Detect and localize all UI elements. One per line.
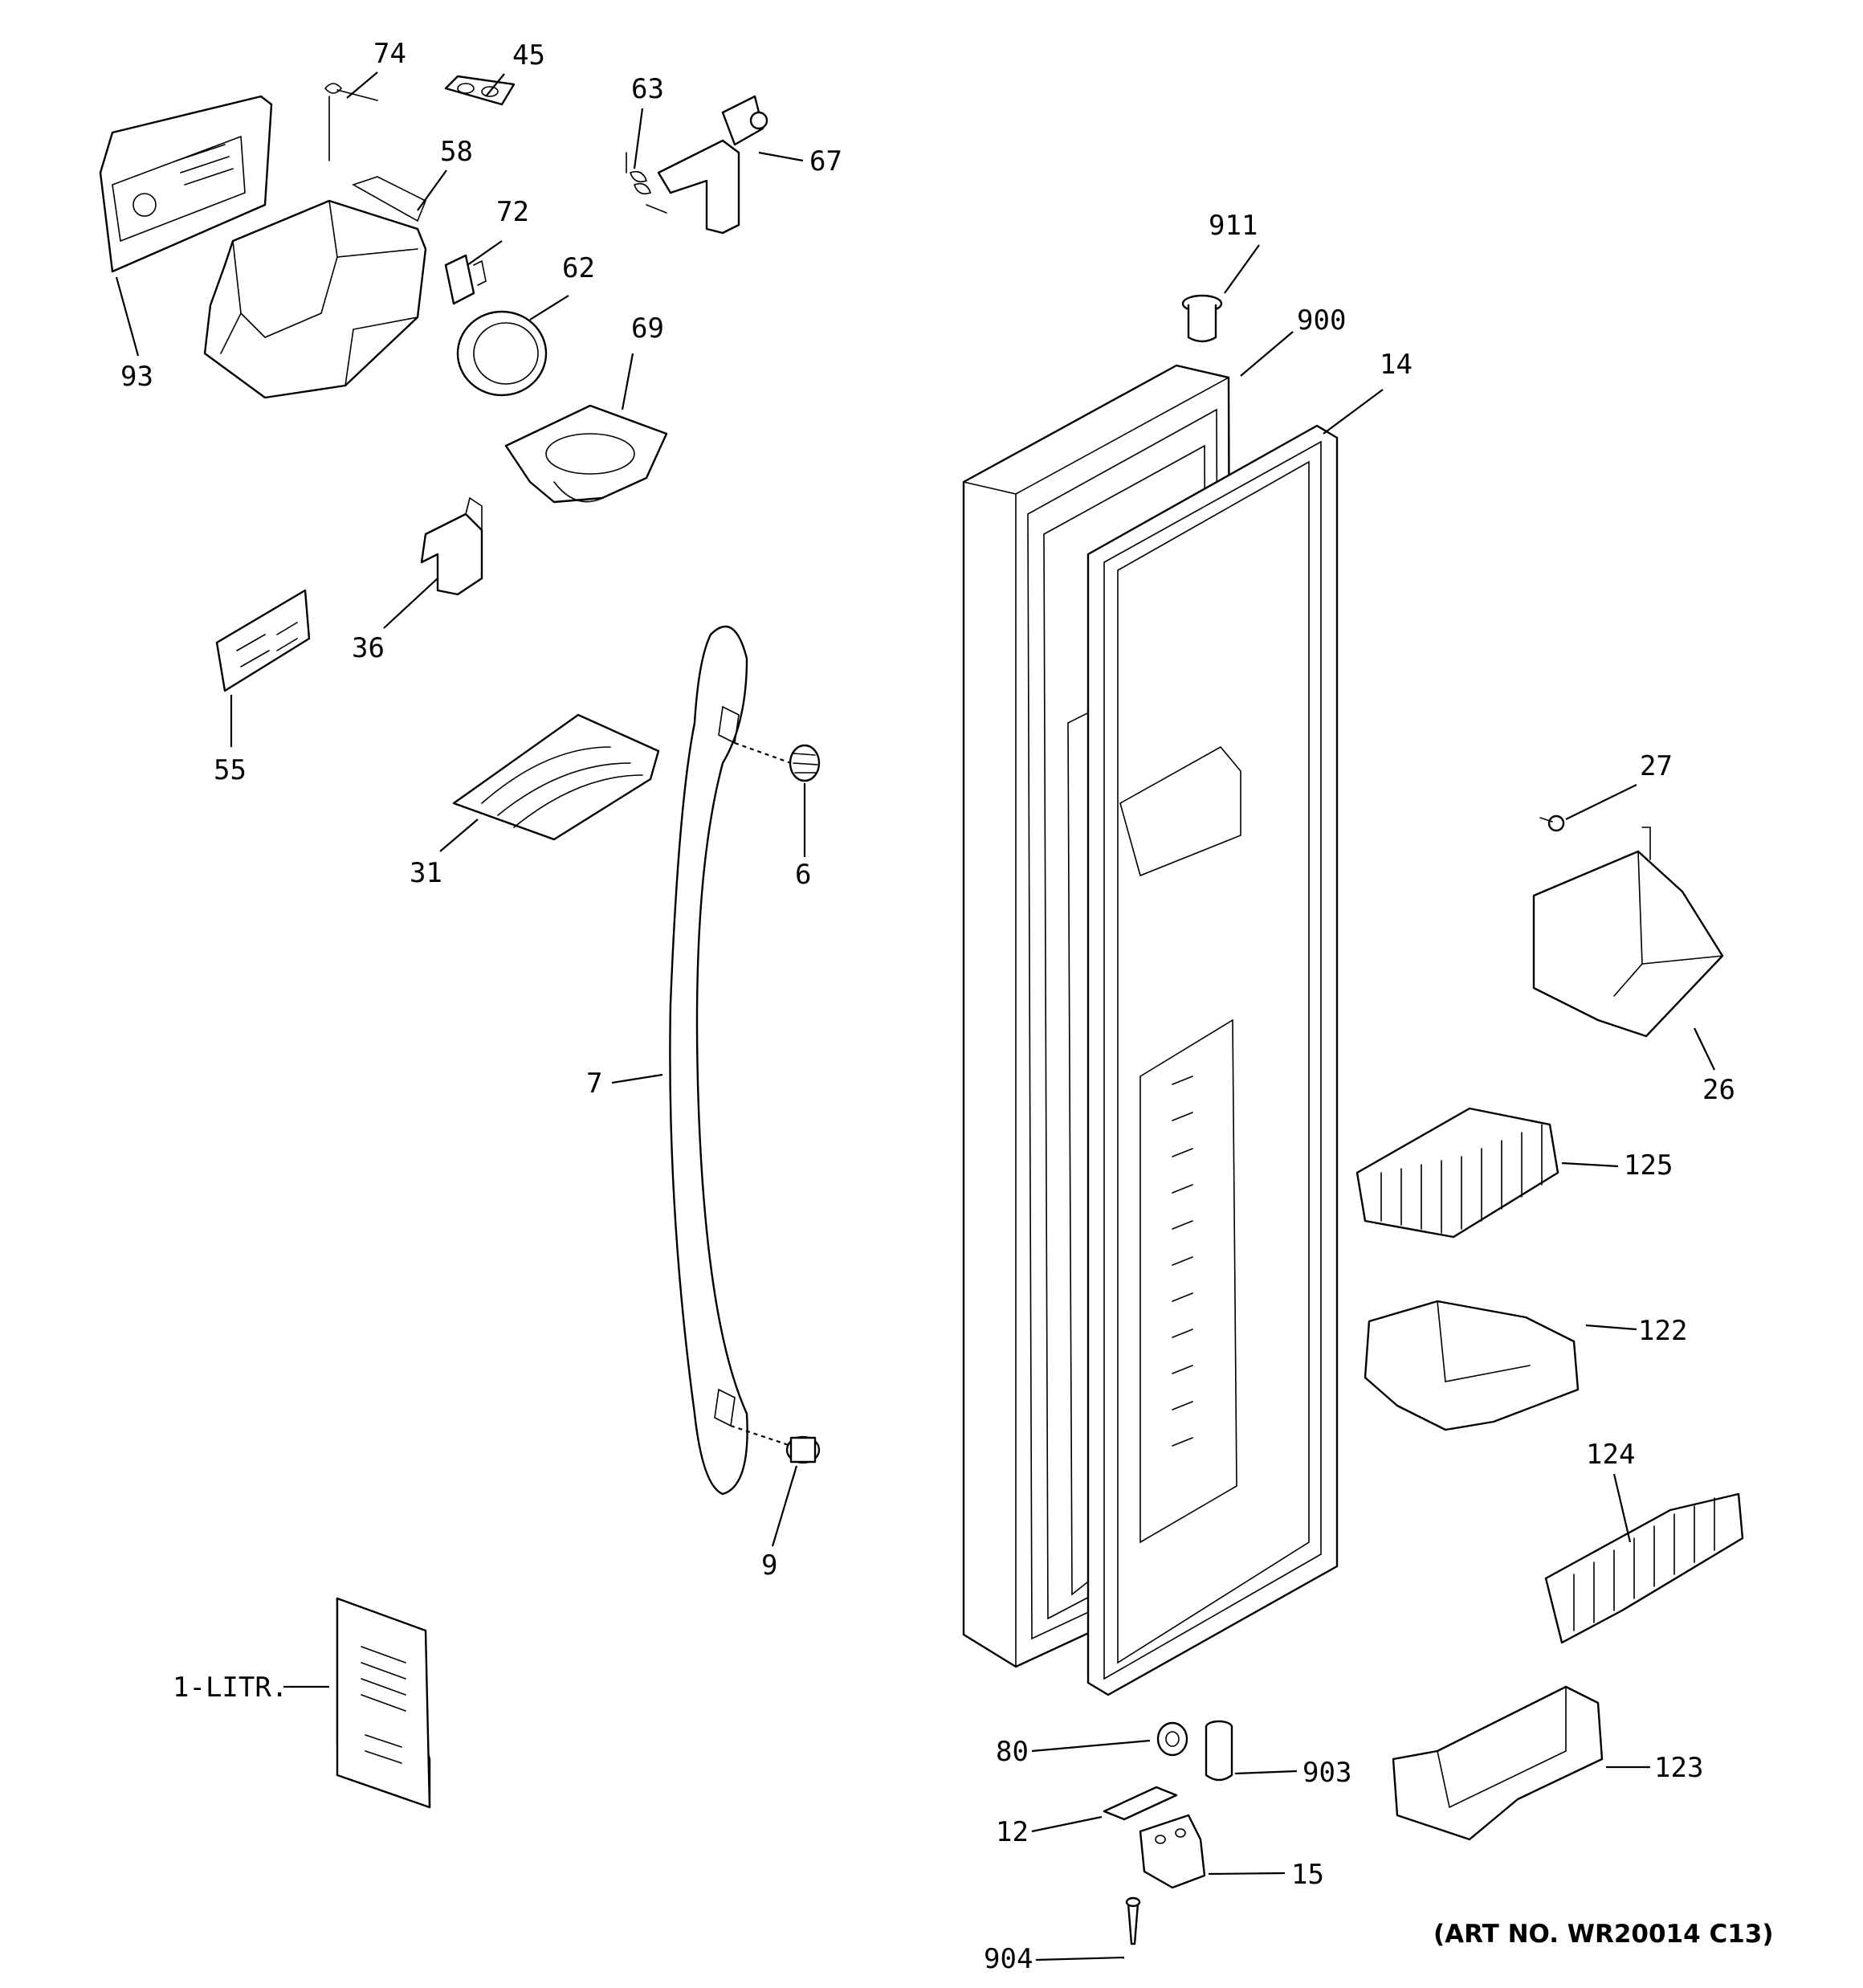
plug-9: [785, 1435, 821, 1464]
hinge-15: [1139, 1814, 1206, 1889]
label-80: 80: [996, 1736, 1029, 1768]
label-67: 67: [809, 145, 842, 178]
spring-74: [324, 83, 378, 161]
label-125: 125: [1624, 1149, 1673, 1182]
spring-63: [626, 152, 667, 214]
label-27: 27: [1640, 750, 1673, 782]
label-62: 62: [562, 252, 595, 284]
bin-123: [1392, 1685, 1604, 1841]
label-12: 12: [996, 1816, 1029, 1848]
wire-basket-125: [1355, 1107, 1559, 1239]
label-7: 7: [586, 1067, 602, 1100]
door-gasket-14: [1086, 424, 1339, 1696]
label-9: 9: [761, 1549, 777, 1582]
label-1-litr: 1-LITR.: [173, 1672, 287, 1704]
label-72: 72: [496, 196, 529, 228]
label-69: 69: [631, 312, 664, 345]
dispenser-housing: [203, 176, 427, 399]
label-31: 31: [410, 857, 442, 889]
label-58: 58: [440, 136, 473, 168]
plug-6: [789, 744, 821, 782]
drip-tray-31: [452, 713, 660, 841]
bin-26: [1532, 827, 1724, 1038]
art-number: (ART NO. WR20014 C13): [1433, 1920, 1774, 1949]
label-6: 6: [795, 859, 811, 891]
label-124: 124: [1586, 1439, 1635, 1471]
hinge-plate-12: [1103, 1786, 1178, 1821]
label-93: 93: [120, 361, 153, 393]
wire-basket-124: [1544, 1492, 1744, 1644]
bracket-45: [444, 75, 516, 106]
label-14: 14: [1380, 349, 1413, 381]
label-36: 36: [352, 632, 385, 664]
screw-27: [1539, 814, 1565, 832]
leader-lines: [115, 71, 1715, 1961]
bracket-36: [420, 496, 483, 596]
label-55: 55: [214, 754, 247, 786]
label-904: 904: [984, 1943, 1033, 1975]
label-911: 911: [1209, 210, 1258, 242]
label-45: 45: [512, 39, 545, 71]
handle-screw-guides: [730, 741, 792, 1447]
bushing-911: [1181, 294, 1223, 343]
label-900: 900: [1297, 304, 1346, 337]
label-26: 26: [1702, 1074, 1735, 1106]
screw-904: [1125, 1896, 1141, 1945]
label-903: 903: [1302, 1757, 1351, 1789]
literature-booklet: [336, 1597, 431, 1809]
label-74: 74: [373, 38, 406, 70]
label-15: 15: [1291, 1859, 1324, 1891]
label-123: 123: [1654, 1752, 1703, 1784]
switch-board-55: [215, 589, 311, 692]
pin-80: [1156, 1721, 1188, 1757]
dispenser-control-panel: [99, 95, 273, 273]
actuator-67: [657, 95, 768, 235]
switch-72: [444, 254, 487, 305]
ring-62: [456, 310, 548, 397]
label-63: 63: [631, 73, 664, 105]
bin-122: [1364, 1300, 1580, 1431]
label-122: 122: [1638, 1315, 1687, 1347]
pin-903: [1205, 1720, 1233, 1782]
chute-69: [504, 404, 668, 504]
door-handle-7: [669, 625, 748, 1496]
